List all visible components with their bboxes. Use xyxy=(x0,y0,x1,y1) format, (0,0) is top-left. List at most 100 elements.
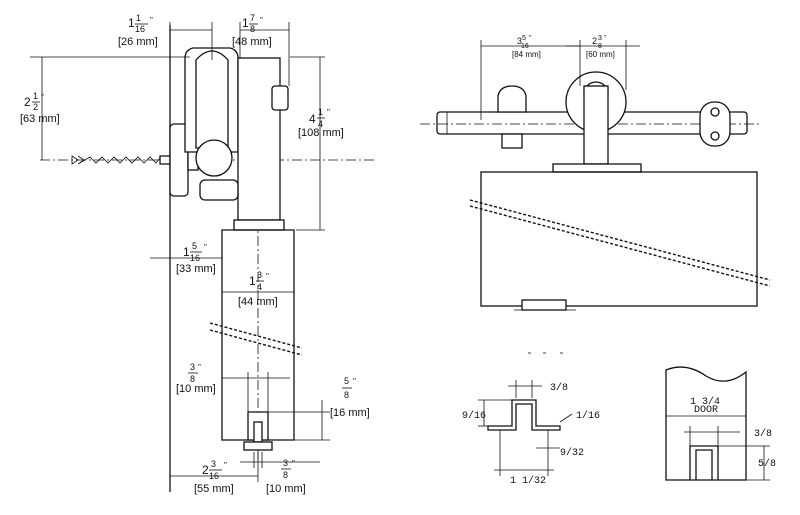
standoff-mm: [63 mm] xyxy=(20,113,60,125)
hanger-height-whole: 4 xyxy=(309,112,316,126)
stop-spacing-unit: " xyxy=(529,35,532,42)
guide-top-width-label: 3/8 xyxy=(550,382,568,394)
guide-width-mm: [10 mm] xyxy=(266,483,306,495)
wall-gap-den: 16 xyxy=(190,253,200,263)
stop-spacing-num: 5 xyxy=(522,35,526,42)
dim-guide-offset: 2 3 16 " [55 mm] xyxy=(170,450,259,495)
dim-standoff: 2 1 2 " [63 mm] xyxy=(20,56,190,160)
front-strap xyxy=(583,85,609,165)
hanger-height-num: 1 xyxy=(318,107,323,117)
slot-depth-unit: " xyxy=(353,377,356,386)
roller-width-whole: 1 xyxy=(128,16,135,30)
dim-guide-width: 3 8 " [10 mm] xyxy=(240,452,320,495)
roller-width-den: 16 xyxy=(135,24,145,34)
strap-width-whole: 1 xyxy=(242,16,249,30)
guide-height-label: 9/16 xyxy=(462,410,486,422)
guide-width-unit: " xyxy=(292,459,295,468)
door-thickness-unit: " xyxy=(266,272,269,281)
standoff-whole: 2 xyxy=(24,95,31,109)
front-break-2 xyxy=(469,205,771,287)
guide-profile-detail: 3/8 9/16 1/16 9/32 1 1/32 xyxy=(462,380,600,487)
door-thickness-whole: 1 xyxy=(249,274,256,288)
guide-thickness-label: 1/16 xyxy=(576,410,600,422)
guide-offset-unit: " xyxy=(224,461,227,470)
stop-spacing-den: 16 xyxy=(521,43,529,50)
track-stopper xyxy=(497,85,527,113)
wall-gap-num: 5 xyxy=(192,241,197,251)
wall-gap-mm: [33 mm] xyxy=(176,263,216,275)
guide-total-width-label: 1 1/32 xyxy=(510,475,546,487)
break-line-bottom xyxy=(209,329,303,356)
door-thickness-mm: [44 mm] xyxy=(238,296,278,308)
standoff-unit: " xyxy=(41,93,44,102)
guide-offset-whole: 2 xyxy=(202,463,209,477)
stopper-base xyxy=(501,133,523,149)
guide-width-den: 8 xyxy=(283,470,288,480)
dim-stop-spacing: 3 5 16 " [84 mm] xyxy=(480,35,581,120)
axle-nut xyxy=(271,85,289,111)
slot-width-den: 8 xyxy=(190,374,195,384)
door-detail-slot-depth: 5/8 xyxy=(758,458,776,470)
guide-profile-shape xyxy=(487,399,561,431)
door-detail-door-label: DOOR xyxy=(694,405,718,416)
guide-offset-num: 3 xyxy=(211,459,216,469)
dim-door-thickness: 1 3 4 " [44 mm] xyxy=(222,270,294,308)
slot-depth-num: 5 xyxy=(344,376,349,386)
hanger-height-den: 4 xyxy=(318,119,323,129)
guide-flange-depth-label: 9/32 xyxy=(560,447,584,459)
strap-width-mm: [48 mm] xyxy=(232,36,272,48)
door-slot-detail: 1 3/4 DOOR 3/8 5/8 xyxy=(665,366,776,481)
standoff-den: 2 xyxy=(33,102,38,112)
door-thickness-den: 4 xyxy=(257,282,262,292)
wheel-width-num: 3 xyxy=(598,35,602,42)
hanger-strap xyxy=(237,57,281,221)
stop-spacing-mm: [84 mm] xyxy=(512,50,541,59)
front-break-1 xyxy=(469,199,771,281)
dim-hanger-height: 4 1 4 " [108 mm] xyxy=(290,56,344,231)
side-view: 1 1 16 " [26 mm] 1 7 8 " [48 mm] 2 1 2 xyxy=(20,13,375,495)
roller-width-unit: " xyxy=(150,16,153,25)
slot-depth-den: 8 xyxy=(344,390,349,400)
wheel-width-whole: 2 xyxy=(592,36,597,46)
wheel-width-unit: " xyxy=(604,35,607,42)
strap-width-den: 8 xyxy=(250,24,255,34)
slot-width-mm: [10 mm] xyxy=(176,383,216,395)
strap-width-unit: " xyxy=(260,16,263,25)
door-detail-slot-width: 3/8 xyxy=(754,428,772,440)
wall-gap-unit: " xyxy=(204,243,207,252)
guide-offset-mm: [55 mm] xyxy=(194,483,234,495)
dim-wall-gap: 1 5 16 " [33 mm] xyxy=(150,241,222,275)
hanger-height-mm: [108 mm] xyxy=(298,127,344,139)
front-floor-guide xyxy=(521,299,567,311)
anti-jump-block xyxy=(199,179,239,201)
door-thickness-num: 3 xyxy=(257,270,262,280)
dim-slot-depth: 5 8 " [16 mm] xyxy=(268,376,370,441)
door-section xyxy=(209,229,303,441)
wall-gap-whole: 1 xyxy=(183,245,190,259)
dim-strap-width: 1 7 8 " [48 mm] xyxy=(232,13,290,86)
door-detail-thickness: 1 3/4 xyxy=(690,396,720,408)
hanger-height-unit: " xyxy=(327,108,330,117)
strap-width-num: 7 xyxy=(250,13,255,23)
wall-bracket xyxy=(699,101,731,147)
slot-depth-mm: [16 mm] xyxy=(330,407,370,419)
guide-offset-den: 16 xyxy=(209,471,219,481)
dim-wheel-width: 2 3 8 " [60 mm] xyxy=(566,35,640,90)
slot-width-unit: " xyxy=(198,363,201,372)
break-line-top xyxy=(209,322,303,349)
standoff-num: 1 xyxy=(33,91,38,101)
door-slot-cut xyxy=(695,449,713,480)
front-strap-plate xyxy=(552,163,642,173)
dim-slot-width: 3 8 " [10 mm] xyxy=(176,362,290,412)
track-rail-section xyxy=(195,139,233,177)
stop-spacing-whole: 3 xyxy=(517,36,522,46)
door-slot-outline xyxy=(665,366,747,481)
strap-base xyxy=(233,219,285,231)
wheel-width-mm: [60 mm] xyxy=(586,50,615,59)
wheel-width-den: 8 xyxy=(598,43,602,50)
slot-width-num: 3 xyxy=(190,362,195,372)
front-door xyxy=(480,171,758,307)
roller-width-mm: [26 mm] xyxy=(118,36,158,48)
front-view: 3 5 16 " [84 mm] 2 3 8 " [60 mm] xyxy=(420,35,771,354)
